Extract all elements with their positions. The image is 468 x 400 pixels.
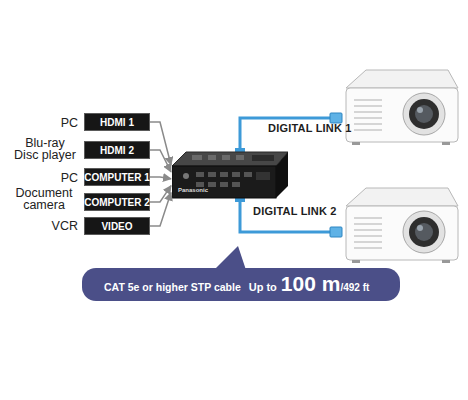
input-port-box: COMPUTER 2 <box>84 193 150 211</box>
port-name: COMPUTER 1 <box>84 172 150 183</box>
callout-text: /492 ft <box>340 282 369 293</box>
port-name: HDMI 1 <box>100 117 134 128</box>
signal-arrow <box>150 150 171 172</box>
input-port-box: HDMI 2 <box>84 141 150 159</box>
source-label: PC <box>14 117 78 129</box>
source-label: Blu-ray Disc player <box>12 137 78 161</box>
projector <box>346 70 458 145</box>
link-label: DIGITAL LINK 2 <box>253 205 353 217</box>
source-label: Document camera <box>10 187 78 211</box>
input-port-box: VIDEO <box>84 217 150 235</box>
input-port-box: HDMI 1 <box>84 113 150 131</box>
callout-text: CAT 5e or higher STP cable <box>104 281 241 293</box>
cable-plug <box>330 227 342 237</box>
input-port-box: COMPUTER 1 <box>84 168 150 186</box>
projector <box>346 188 458 263</box>
bubble-pointer <box>214 246 246 270</box>
brand-name: Panasonic <box>178 187 208 193</box>
source-label: VCR <box>14 220 78 232</box>
callout-bubble: CAT 5e or higher STP cable Up to 100 m/492… <box>82 268 400 301</box>
link-label: DIGITAL LINK 1 <box>268 122 368 134</box>
cable-plug <box>330 113 342 123</box>
signal-arrow <box>150 193 171 227</box>
port-name: COMPUTER 2 <box>84 197 150 208</box>
port-name: VIDEO <box>101 221 132 232</box>
signal-arrow <box>150 177 171 179</box>
port-name: HDMI 2 <box>100 145 134 156</box>
switcher-device: Panasonic <box>172 150 288 200</box>
signal-arrow <box>150 186 171 202</box>
source-label: PC <box>14 172 78 184</box>
callout-text: 100 m <box>281 272 341 296</box>
signal-arrow <box>150 122 171 165</box>
callout-text: Up to <box>249 281 277 293</box>
